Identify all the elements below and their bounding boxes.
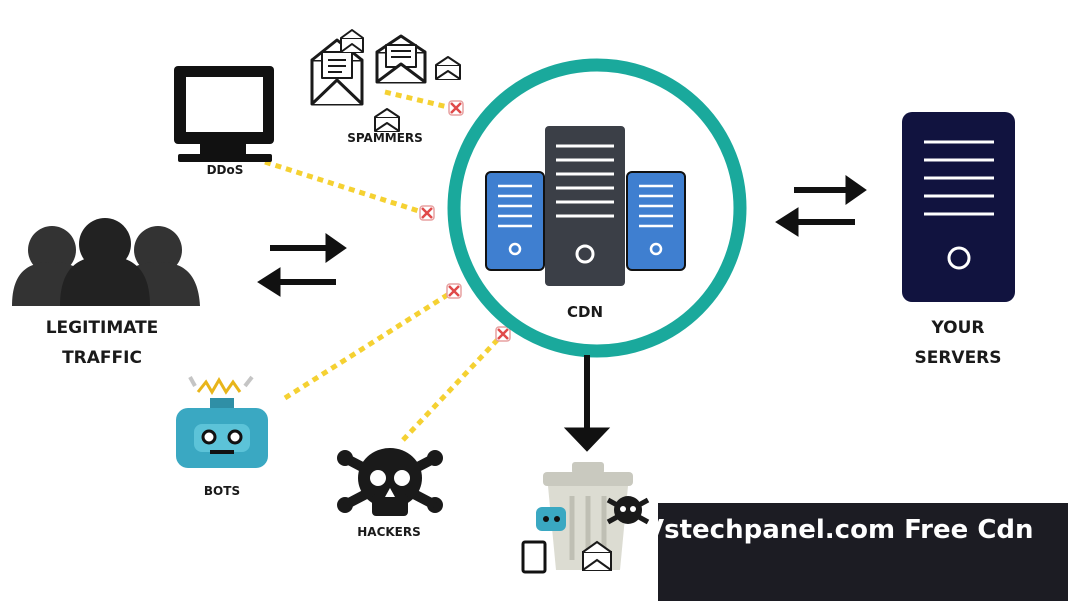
robot-icon — [536, 507, 566, 531]
ddos-label: DDoS — [206, 163, 244, 177]
monitor-icon — [521, 540, 547, 574]
banner-text: Vstechpanel.com Free Cdn — [658, 515, 1034, 545]
spammers-icon-group — [310, 29, 461, 132]
legitimate-traffic-label-line1: LEGITIMATE — [45, 318, 159, 338]
hackers-label: HACKERS — [357, 525, 421, 539]
monitor-icon — [174, 66, 274, 162]
bots-attack-line — [283, 289, 454, 401]
blocked-markers — [419, 100, 511, 342]
attack-lines — [264, 89, 504, 442]
robot-icon — [176, 375, 268, 468]
blocked-x-icon — [448, 100, 464, 116]
swap-arrows-icon — [775, 175, 867, 237]
people-icon — [12, 218, 200, 306]
envelope-icon — [340, 29, 364, 53]
spam-attack-line — [384, 89, 453, 111]
blocked-x-icon — [495, 326, 511, 342]
hackers-attack-line — [401, 333, 504, 442]
skull-icon — [606, 496, 650, 525]
server-icon — [485, 171, 545, 271]
your-servers-label-line2: SERVERS — [914, 348, 1002, 368]
cdn-label: CDN — [566, 303, 603, 321]
ddos-attack-line — [264, 159, 426, 216]
envelope-icon — [310, 38, 364, 106]
blocked-x-icon — [419, 205, 435, 221]
envelope-icon — [582, 540, 612, 571]
server-icon — [626, 171, 686, 271]
server-icon — [902, 112, 1015, 302]
swap-arrows-icon — [257, 233, 347, 297]
down-arrow-icon — [563, 355, 611, 452]
trash-icon — [521, 462, 650, 574]
bots-label: BOTS — [203, 484, 241, 498]
watermark-banner: Vstechpanel.com Free Cdn — [658, 503, 1068, 601]
blocked-x-icon — [446, 283, 462, 299]
your-servers-label-line1: YOUR — [931, 318, 985, 338]
server-icon — [545, 126, 625, 286]
legitimate-traffic-label-line2: TRAFFIC — [62, 348, 142, 368]
skull-icon — [337, 448, 443, 516]
envelope-icon — [374, 108, 400, 132]
cdn-servers — [485, 126, 686, 286]
envelope-icon — [435, 56, 461, 80]
envelope-icon — [375, 34, 427, 84]
spammers-label: SPAMMERS — [347, 131, 423, 145]
